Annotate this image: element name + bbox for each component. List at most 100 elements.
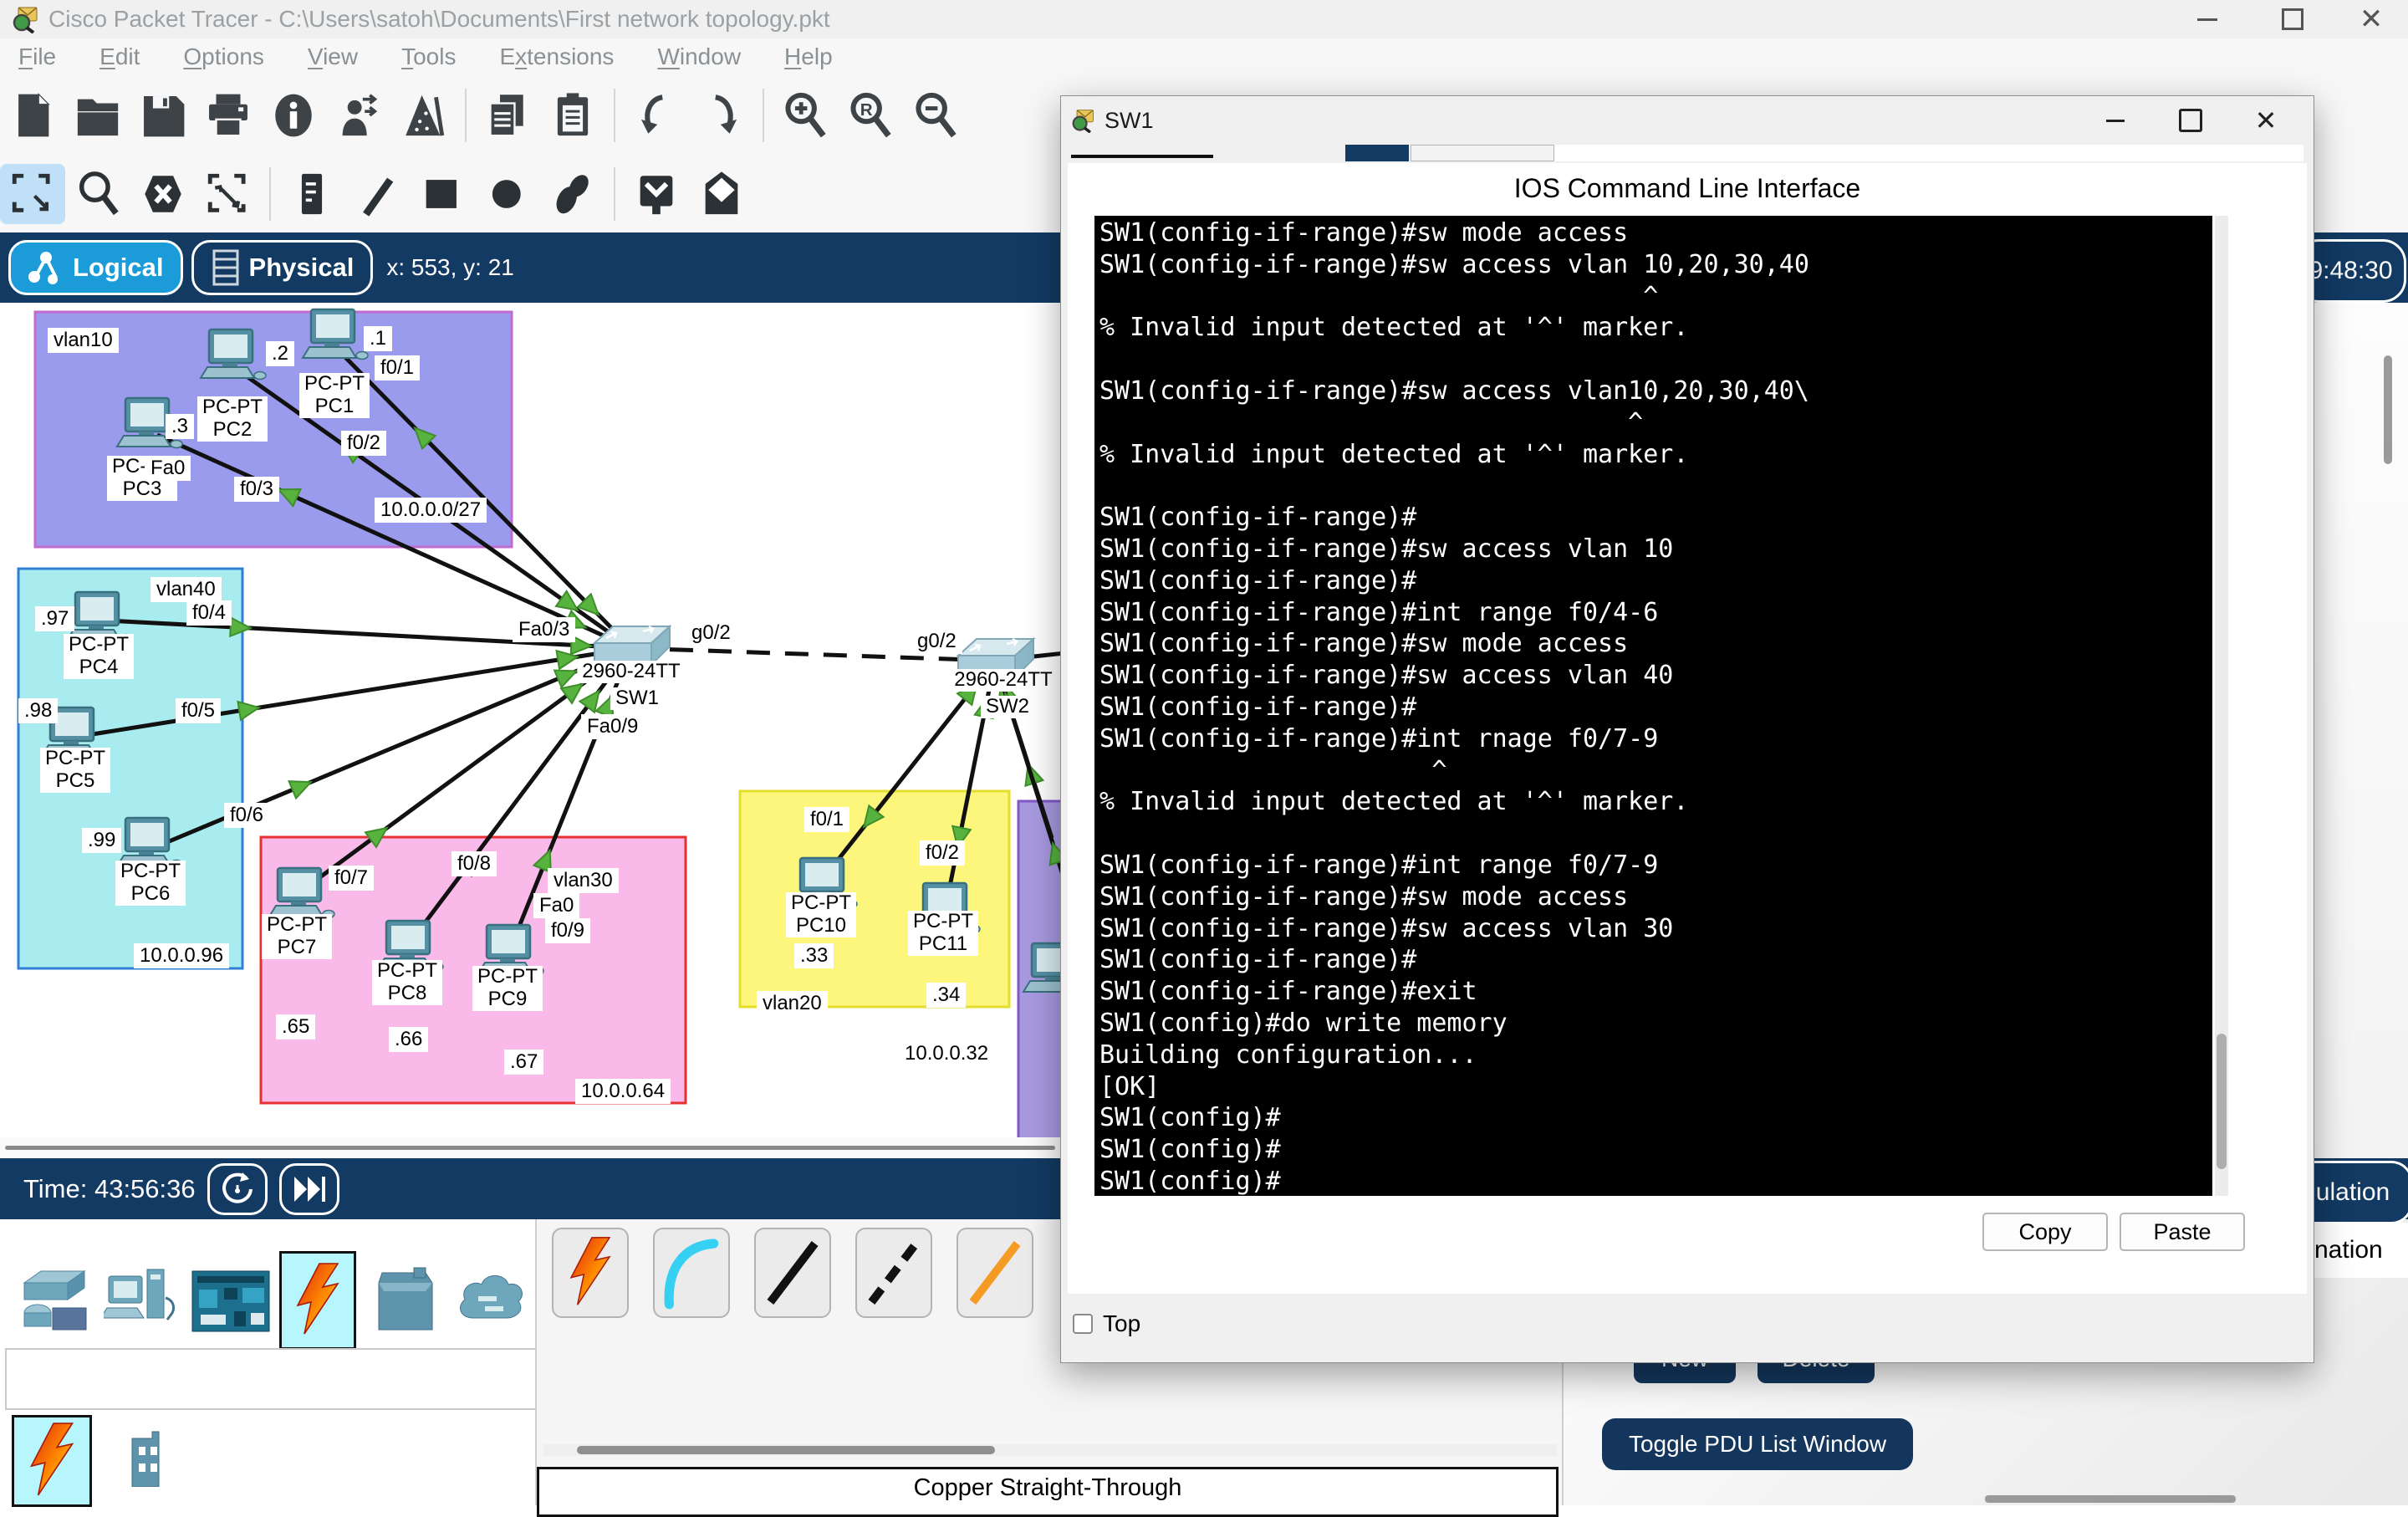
dialog-close-button[interactable]: ✕: [2254, 105, 2278, 135]
inspect-tool-icon[interactable]: [65, 164, 130, 224]
menu-bar: File Edit Options View Tools Extensions Window…: [0, 38, 2408, 75]
pc-icon-PC3[interactable]: [115, 396, 183, 449]
selected-connection-label: Copper Straight-Through: [537, 1467, 1559, 1517]
device-label-PC1: PC-PT PC1: [299, 372, 370, 418]
minimize-button[interactable]: [2182, 5, 2232, 33]
link-status-arrow: [413, 426, 437, 451]
zoom-out-icon[interactable]: [903, 85, 968, 146]
connection-copper-straight-through[interactable]: [754, 1228, 831, 1318]
open-file-icon[interactable]: [65, 85, 130, 146]
category-components[interactable]: [187, 1259, 274, 1343]
device-label-PC9: PC-PT PC9: [472, 965, 543, 1011]
dialog-maximize-button[interactable]: [2166, 103, 2215, 138]
sw1-cli-dialog[interactable]: SW1 ✕ IOS Command Line Interface SW1(con…: [1060, 95, 2314, 1363]
copy-icon[interactable]: [475, 85, 540, 146]
power-cycle-devices-button[interactable]: [207, 1162, 268, 1215]
pc-icon-PC1[interactable]: [301, 308, 369, 360]
close-button[interactable]: ✕: [2359, 3, 2384, 35]
draw-rectangle-tool-icon[interactable]: [410, 164, 475, 224]
link-status-arrow: [576, 592, 600, 616]
link-status-arrow: [532, 848, 552, 874]
fast-forward-time-button[interactable]: [278, 1162, 339, 1215]
draw-freeform-tool-icon[interactable]: [540, 164, 605, 224]
delete-tool-icon[interactable]: [130, 164, 196, 224]
draw-ellipse-tool-icon[interactable]: [475, 164, 540, 224]
category-end-devices[interactable]: [102, 1261, 182, 1341]
topology-label: f0/1: [804, 807, 850, 832]
link[interactable]: [630, 646, 996, 663]
menu-item-view[interactable]: View: [307, 43, 359, 69]
connection-console[interactable]: [653, 1228, 730, 1318]
menu-item-file[interactable]: File: [18, 43, 57, 69]
connection-palette-scrollbar[interactable]: [543, 1444, 1557, 1456]
link[interactable]: [156, 432, 633, 651]
menu-item-tools[interactable]: Tools: [401, 43, 457, 69]
connection-auto-connect[interactable]: [552, 1228, 629, 1318]
menu-item-window[interactable]: Window: [657, 43, 742, 69]
bottom-hscroll-thumb[interactable]: [1985, 1495, 2236, 1503]
drawing-palette-icon[interactable]: [391, 85, 457, 146]
menu-item-help[interactable]: Help: [784, 43, 833, 69]
subcategory-connections[interactable]: [12, 1415, 92, 1507]
topology-label: f0/5: [176, 698, 222, 723]
paste-button[interactable]: Paste: [2120, 1213, 2245, 1251]
category-network-devices[interactable]: [10, 1258, 95, 1341]
cli-heading: IOS Command Line Interface: [1513, 173, 1861, 203]
add-complex-pdu-icon[interactable]: [689, 164, 754, 224]
simulation-button-label: ulation: [2315, 1178, 2390, 1206]
topology-label: .98: [18, 698, 59, 723]
cli-terminal[interactable]: SW1(config-if-range)#sw mode access SW1(…: [1094, 216, 2212, 1196]
undo-icon[interactable]: [624, 85, 689, 146]
dialog-title-bar[interactable]: SW1: [1061, 96, 2314, 145]
subcategory-structured-cabling[interactable]: [124, 1425, 167, 1489]
link[interactable]: [81, 646, 632, 738]
redo-icon[interactable]: [689, 85, 754, 146]
info-icon[interactable]: [261, 85, 326, 146]
place-note-tool-icon[interactable]: [279, 164, 344, 224]
top-checkbox[interactable]: [1073, 1314, 1093, 1334]
print-icon[interactable]: [196, 85, 261, 146]
connection-hscroll-thumb[interactable]: [577, 1446, 995, 1454]
zoom-reset-icon[interactable]: R: [838, 85, 903, 146]
topology-label: f0/4: [186, 600, 232, 626]
terminal-scrollbar[interactable]: [2215, 216, 2228, 1196]
device-label-PC4: PC-PT PC4: [64, 633, 134, 679]
connection-copper-cross-over[interactable]: [855, 1228, 932, 1318]
link[interactable]: [333, 345, 633, 650]
terminal-scroll-thumb[interactable]: [2217, 1034, 2227, 1169]
canvas-hscroll-thumb[interactable]: [5, 1146, 1055, 1150]
realtime-clock-value: 9:48:30: [2309, 257, 2393, 284]
link-status-arrow: [364, 826, 389, 849]
draw-line-tool-icon[interactable]: [344, 164, 410, 224]
paste-icon[interactable]: [540, 85, 605, 146]
save-icon[interactable]: [130, 85, 196, 146]
tab-physical[interactable]: Physical: [191, 240, 374, 295]
category-multiuser[interactable]: [452, 1263, 528, 1338]
tab-physical-label: Physical: [248, 253, 355, 282]
category-connections[interactable]: [279, 1251, 356, 1350]
link-status-arrow: [569, 634, 594, 656]
toggle-pdu-list-label: Toggle PDU List Window: [1628, 1431, 1887, 1457]
connection-fiber[interactable]: [957, 1228, 1033, 1318]
pc-icon-PC2[interactable]: [199, 328, 267, 381]
tab-logical[interactable]: Logical: [8, 240, 183, 295]
copy-button[interactable]: Copy: [1982, 1213, 2108, 1251]
menu-item-edit[interactable]: Edit: [99, 43, 140, 69]
menu-item-extensions[interactable]: Extensions: [499, 43, 615, 69]
category-miscellaneous[interactable]: [366, 1263, 446, 1340]
select-tool-icon[interactable]: [0, 164, 65, 224]
menu-item-options[interactable]: Options: [183, 43, 264, 69]
topology-label: 10.0.0.0/27: [375, 498, 487, 523]
new-file-icon[interactable]: [0, 85, 65, 146]
panel-vscroll-thumb[interactable]: [2384, 355, 2392, 464]
activity-wizard-icon[interactable]: [326, 85, 391, 146]
add-simple-pdu-icon[interactable]: [624, 164, 689, 224]
resize-shape-tool-icon[interactable]: [196, 164, 261, 224]
topology-label: .99: [82, 828, 122, 853]
zoom-in-icon[interactable]: [773, 85, 838, 146]
toggle-pdu-list-window-button[interactable]: Toggle PDU List Window: [1602, 1418, 1913, 1470]
dialog-minimize-button[interactable]: [2091, 103, 2140, 138]
topology-label: Fa0: [533, 893, 580, 918]
maximize-button[interactable]: [2268, 5, 2318, 33]
device-label-PC11: PC-PT PC11: [908, 910, 978, 956]
